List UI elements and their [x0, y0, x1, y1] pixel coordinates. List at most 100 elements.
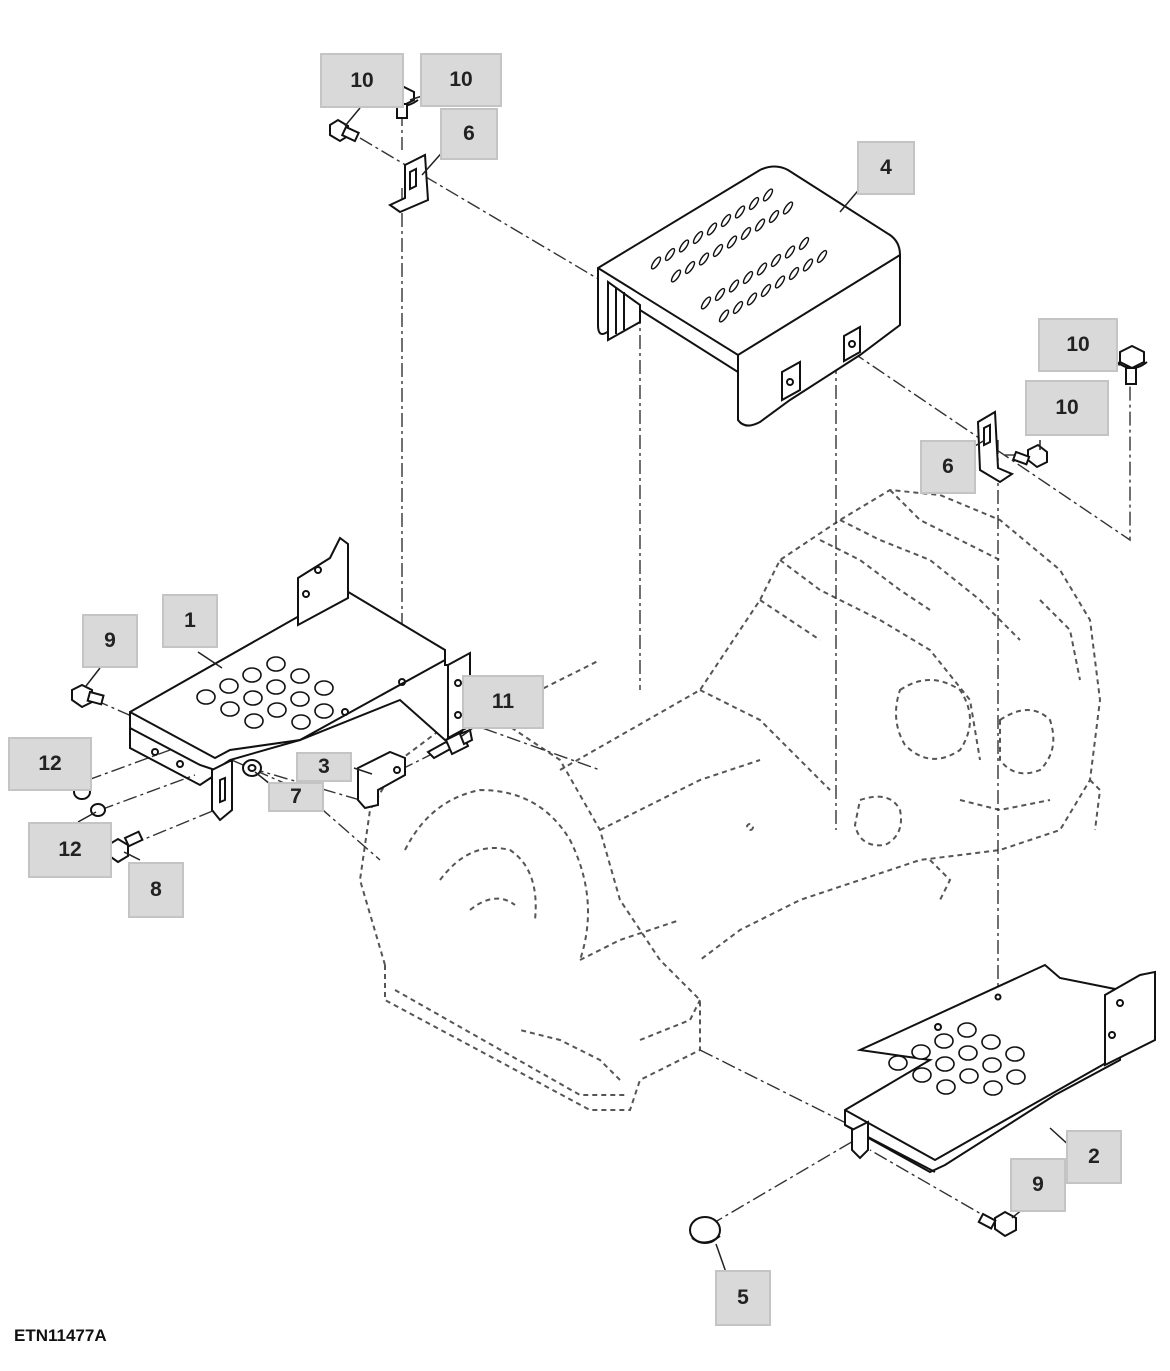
callout-8: 8: [128, 862, 184, 918]
bolt-part-9-right: [977, 1210, 1017, 1238]
callout-11: 11: [462, 675, 544, 729]
cover-vent-slot: [748, 196, 760, 211]
tray-2-hole: [982, 1057, 1002, 1073]
tray-1-hole: [266, 679, 286, 695]
tray-2-hole: [981, 1034, 1001, 1050]
cover-vent-slot: [678, 239, 690, 253]
assembly-leader-lines: [87, 112, 1131, 1226]
tray-1-hole: [314, 703, 334, 719]
cover-vent-slot: [784, 245, 796, 259]
tray-2-holes: [888, 1022, 1026, 1096]
callout-10-top-right: 10: [420, 53, 502, 107]
nut-part-7: [242, 759, 262, 777]
cover-vent-slot: [816, 249, 828, 264]
bolt-part-8: [107, 830, 144, 864]
cover-vent-slot: [720, 213, 732, 228]
cover-vent-slot: [728, 279, 740, 293]
cover-vent-slots: [650, 188, 828, 323]
figure-id: ETN11477A: [14, 1326, 107, 1345]
tray-1-hole: [242, 667, 262, 683]
callout-6-upper: 6: [440, 108, 498, 160]
cover-vent-slot: [782, 201, 794, 215]
tray-1-holes: [196, 656, 334, 730]
callout-10-top-left: 10: [320, 53, 404, 108]
cover-vent-slot: [714, 287, 726, 302]
tray-1-hole: [267, 702, 287, 718]
cover-vent-slot: [798, 236, 810, 251]
cover-vent-slot: [700, 296, 712, 310]
cover-vent-slot: [726, 235, 738, 249]
tray-1-hole: [220, 701, 240, 717]
callout-12-lower: 12: [28, 822, 112, 878]
bolt-part-10-right-top: [1116, 344, 1148, 385]
tray-2-hole: [911, 1044, 931, 1060]
bracket-part-3: [357, 750, 406, 810]
callout-5: 5: [715, 1270, 771, 1326]
callout-7: 7: [268, 782, 324, 812]
callout-2: 2: [1066, 1130, 1122, 1184]
tray-2-hole: [1006, 1069, 1026, 1085]
tray-1-hole: [290, 668, 310, 684]
cover-vent-slot: [754, 218, 766, 232]
tray-1-hole: [219, 678, 239, 694]
callout-3: 3: [296, 752, 352, 782]
plug-part-5: [689, 1216, 721, 1244]
tray-2-hole: [912, 1067, 932, 1083]
cover-vent-slot: [756, 262, 768, 276]
callout-12-upper: 12: [8, 737, 92, 791]
sensor-part-11: [426, 728, 474, 760]
cover-vent-slot: [706, 222, 718, 236]
tray-1-hole: [196, 689, 216, 705]
tray-2-hole: [934, 1033, 954, 1049]
tray-2-hole: [936, 1079, 956, 1095]
tray-1-hole: [243, 690, 263, 706]
cover-vent-slot: [664, 247, 676, 262]
cover-vent-slot: [712, 243, 724, 258]
tray-2-hole: [983, 1080, 1003, 1096]
callout-9-left: 9: [82, 614, 138, 668]
bolt-part-10-left: [329, 118, 361, 143]
callout-6-right: 6: [920, 440, 976, 494]
cover-vent-slot: [732, 300, 744, 315]
callout-10-right-side: 10: [1025, 380, 1109, 436]
callout-1: 1: [162, 594, 218, 648]
bolt-part-10-right-side: [1011, 443, 1048, 469]
tray-2-hole: [1005, 1046, 1025, 1062]
callout-9-right: 9: [1010, 1158, 1066, 1212]
cover-vent-slot: [718, 309, 730, 323]
cover-vent-slot: [742, 270, 754, 285]
callout-4: 4: [857, 141, 915, 195]
cover-vent-slot: [734, 205, 746, 219]
cover-vent-slot: [692, 230, 704, 245]
cover-vent-slot: [746, 292, 758, 306]
cover-vent-slot: [762, 188, 774, 202]
tray-1-hole: [291, 714, 311, 730]
cover-vent-slot: [670, 269, 682, 283]
cover-vent-slot: [650, 256, 662, 270]
tray-1-hole: [314, 680, 334, 696]
cover-vent-slot: [788, 266, 800, 281]
tray-part-2: [844, 963, 1156, 1174]
bracket-part-6-right: [976, 410, 1015, 484]
perforated-cover-part-4: [597, 165, 901, 427]
cover-vent-slot: [770, 253, 782, 268]
cover-vent-slot: [698, 252, 710, 266]
bracket-part-6-upper: [388, 153, 430, 214]
bolt-part-9-left: [71, 683, 105, 709]
tray-1-hole: [266, 656, 286, 672]
callout-10-right-top: 10: [1038, 318, 1118, 372]
tray-2-hole: [959, 1068, 979, 1084]
tray-1-hole: [290, 691, 310, 707]
cover-vent-slot: [802, 258, 814, 272]
tray-2-hole: [957, 1022, 977, 1038]
tray-2-hole: [958, 1045, 978, 1061]
cover-vent-slot: [684, 260, 696, 275]
cover-vent-slot: [774, 275, 786, 289]
tray-2-hole: [888, 1055, 908, 1071]
cover-vent-slot: [760, 283, 772, 298]
tray-1-hole: [244, 713, 264, 729]
tray-2-hole: [935, 1056, 955, 1072]
cover-vent-slot: [740, 226, 752, 241]
